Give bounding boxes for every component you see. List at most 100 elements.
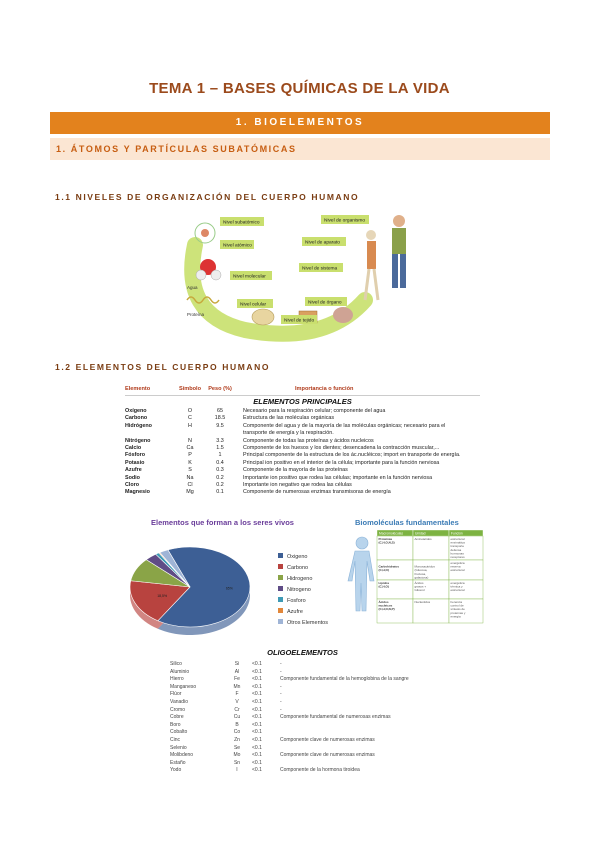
oligo-cell: <0.1 [252, 736, 262, 743]
legend-swatch [278, 619, 283, 624]
oligo-cell: Aluminio [170, 668, 190, 675]
legend-swatch [278, 575, 283, 580]
skeleton-illustration [363, 230, 380, 301]
biomol-cell-text: defensa [451, 548, 462, 552]
oligo-cell: Componente clave de numerosas enzimas [280, 736, 375, 743]
table-cell: Principal componente de la estructura de… [243, 452, 461, 459]
table-cell: P [188, 452, 192, 459]
table-cell: 65 [217, 408, 223, 414]
table-cell: Necesario para la respiración celular; c… [243, 408, 386, 414]
oligo-cell: Componente fundamental de numerosas enzi… [280, 714, 391, 721]
organ-illustration [333, 307, 353, 323]
biomol-header-label: Unidad [415, 531, 426, 535]
oligo-cell: Hierro [170, 676, 184, 683]
human-silhouette-illustration [347, 536, 375, 612]
oligo-cell: - [280, 698, 282, 705]
oligo-cell: Cobalto [170, 729, 188, 736]
pie-slice [129, 580, 191, 622]
table-cell: H [188, 422, 192, 429]
table-cell: S [188, 467, 192, 474]
biomol-cell-text: térmica y [451, 585, 464, 589]
biomol-header-label: Función [451, 531, 463, 535]
heading-niveles: 1.1 NIVELES DE ORGANIZACIÓN DEL CUERPO H… [55, 192, 360, 202]
table-cell: N [188, 437, 192, 444]
oligo-cell: <0.1 [252, 767, 262, 774]
table-cell: Magnesio [125, 489, 150, 496]
legend-label: Fosforo [287, 598, 306, 604]
legend-swatch [278, 564, 283, 569]
biomol-cell-text: hormonas [451, 551, 465, 555]
organization-levels-diagram: Agua Proteína Nivel subatómico Nivel ató… [184, 215, 406, 342]
water-label: Agua [187, 285, 198, 290]
legend-label: Carbono [287, 565, 308, 571]
legend-swatch [278, 597, 283, 602]
protein-illustration [186, 296, 220, 304]
oligo-cell [274, 729, 435, 737]
biomol-cell-text: (C,H,O,N,P) [379, 607, 395, 611]
oligo-cell: <0.1 [252, 752, 262, 759]
biomol-cell-text: receptores [451, 555, 466, 559]
oligo-cell: Si [234, 661, 240, 667]
biomol-cell-text: Ácidos [415, 581, 425, 585]
biomol-cell-text: nucleicos [379, 604, 393, 608]
oligo-cell: Flúor [170, 691, 182, 698]
oligo-cell: <0.1 [252, 721, 262, 728]
oligo-cell: Silico [170, 661, 182, 667]
table-cell: 0.2 [216, 482, 224, 489]
oligo-cell: <0.1 [252, 661, 262, 667]
section-header: 1. BIOELEMENTOS [50, 112, 550, 134]
table-cell: 1 [218, 452, 222, 459]
biomol-cell-text: (C,H,O) [379, 568, 389, 572]
table-cell: Nitrógeno [125, 437, 151, 444]
oligo-cell: Boro [170, 721, 181, 728]
table-cell: Azufre [125, 467, 142, 474]
oligo-cell: - [280, 683, 282, 690]
table-cell: Hidrógeno [125, 422, 152, 429]
biomol-cell-text: estructural [451, 568, 465, 572]
legend-swatch [278, 553, 283, 558]
biomol-cell [448, 535, 484, 561]
oligo-cell: V [235, 698, 239, 705]
pie-slice [157, 546, 251, 628]
legend-label: Azufre [287, 609, 303, 615]
pie-chart: 65%18,5% [129, 546, 251, 635]
oligo-cell: Molibdeno [170, 752, 194, 759]
oligo-cell: Componente fundamental de la hemoglobina… [280, 676, 409, 683]
level-subatomic: Nivel subatómico [223, 220, 260, 226]
pie-legend: OxigenoCarbonoHidrogenoNitrogenoFosforoA… [278, 553, 328, 626]
col-simbolo: Símbolo [178, 386, 202, 392]
biomol-cell-text: control de [451, 604, 465, 608]
table-cell: 0.4 [216, 459, 224, 466]
level-system: Nivel de sistema [302, 266, 338, 272]
oligo-cell: Componente clave de numerosas enzimas [280, 752, 375, 759]
oligo-cell: Zn [234, 736, 240, 743]
person-illustration [392, 215, 406, 288]
biomol-cell-text: galactosa) [415, 575, 429, 579]
table-cell: Carbono [125, 415, 148, 422]
biomol-cell-text: estructural [451, 537, 465, 541]
biomol-cell [376, 535, 414, 561]
biomol-cell-text: energía [451, 614, 462, 618]
legend-label: Nitrogeno [287, 587, 311, 593]
biomol-cell-text: transporte [451, 544, 465, 548]
oligo-cell: <0.1 [252, 759, 262, 766]
table-cell: Componente de numerosas enzimas transmis… [243, 489, 391, 496]
biomol-cell-text: (C,H,O,N,S) [379, 541, 395, 545]
biomol-cell-text: Proteínas [379, 537, 393, 541]
oligo-cell: <0.1 [252, 706, 262, 713]
